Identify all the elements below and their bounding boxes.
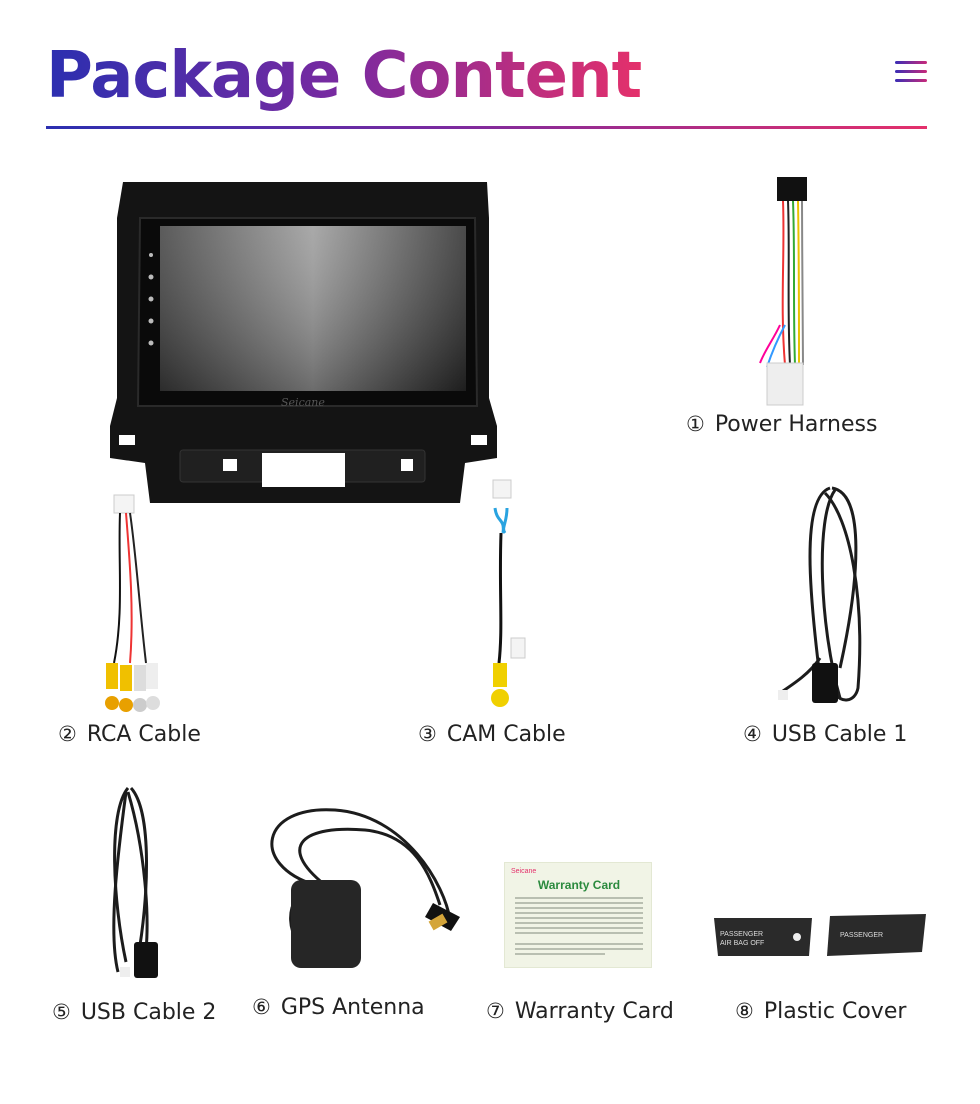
plastic-cover-right-text: PASSENGER (840, 932, 883, 939)
warranty-card-title: Warranty Card (537, 878, 621, 892)
page-header: Package Content (46, 36, 927, 132)
gps-antenna-image (270, 808, 460, 968)
warranty-card-brand: Seicane (511, 868, 537, 875)
power-harness-image (759, 177, 807, 406)
cam-cable-image (491, 479, 526, 707)
hamburger-menu-icon[interactable] (895, 61, 927, 87)
rca-cable-image (105, 494, 160, 712)
warranty-card-image: Seicane Warranty Card (504, 862, 652, 968)
title-divider (46, 126, 927, 129)
warranty-card-text-lines (515, 897, 643, 955)
plastic-cover-left-text-2: AIR BAG OFF (720, 940, 764, 947)
head-unit-image: Seicane (110, 182, 497, 503)
plastic-cover-left-text-1: PASSENGER (720, 931, 763, 938)
plastic-cover-image: PASSENGER AIR BAG OFF PASSENGER (714, 914, 926, 956)
usb-cable-1-image (778, 486, 862, 703)
page-title: Package Content (46, 36, 642, 116)
brand-label: Seicane (281, 396, 325, 409)
usb-cable-2-image (112, 786, 158, 978)
